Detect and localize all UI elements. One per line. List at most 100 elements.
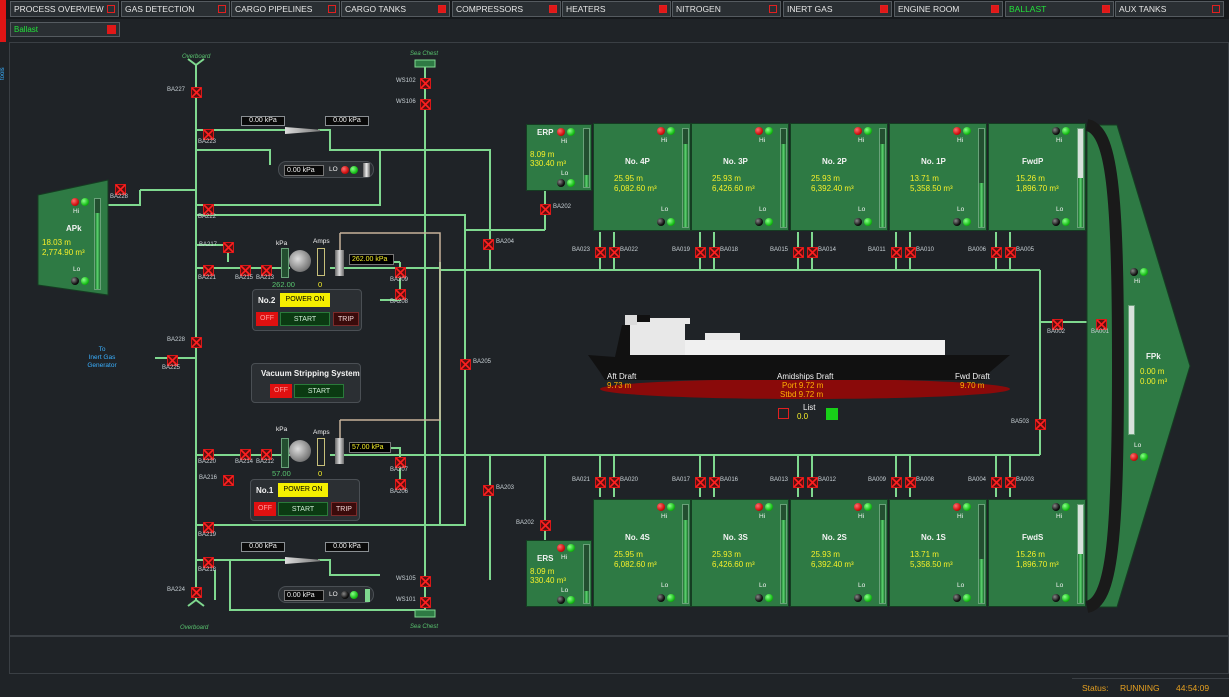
valve-ba003[interactable] — [1005, 475, 1016, 488]
tab-compressors[interactable]: COMPRESSORS — [452, 1, 561, 17]
valve-icon — [1052, 319, 1063, 330]
valve-ba016[interactable] — [709, 475, 720, 488]
valve-ba221[interactable] — [203, 263, 214, 276]
valve-ba223[interactable] — [203, 127, 214, 140]
valve-ba219[interactable] — [203, 520, 214, 533]
hi-label: Hi — [759, 137, 766, 144]
valve-ba001[interactable] — [1096, 317, 1107, 330]
valve-ba224[interactable] — [191, 585, 202, 598]
valve-ba225[interactable] — [167, 353, 178, 366]
valve-ba218[interactable] — [203, 555, 214, 568]
valve-ba206[interactable] — [395, 477, 406, 490]
valve-ba203[interactable] — [483, 483, 494, 496]
valve-ba503[interactable] — [1035, 417, 1046, 430]
tank-level: 25.95 m — [614, 174, 643, 183]
tab-cargo-tanks[interactable]: CARGO TANKS — [341, 1, 450, 17]
tank-name: No. 2P — [822, 157, 847, 166]
valve-ba015[interactable] — [793, 245, 804, 258]
valve-ba017[interactable] — [695, 475, 706, 488]
pump-2-trip-button[interactable]: TRIP — [333, 312, 359, 326]
valve-ba019[interactable] — [695, 245, 706, 258]
valve-ba209[interactable] — [395, 265, 406, 278]
valve-ba011[interactable] — [891, 245, 902, 258]
valve-ba023[interactable] — [595, 245, 606, 258]
valve-ba228[interactable] — [115, 182, 126, 195]
tab-inert-gas[interactable]: INERT GAS — [783, 1, 892, 17]
vacuum-title: Vacuum Stripping System — [261, 369, 360, 378]
pump-1-trip-button[interactable]: TRIP — [331, 502, 357, 516]
hi-ok-light — [963, 127, 971, 135]
valve-ba215[interactable] — [240, 263, 251, 276]
tank-fpk[interactable]: Hi FPk 0.00 m 0.00 m³ Lo — [1120, 260, 1190, 470]
valve-ba202[interactable] — [540, 202, 551, 215]
tank-level: 25.93 m — [712, 174, 741, 183]
valve-ba208[interactable] — [395, 287, 406, 300]
valve-ba005[interactable] — [1005, 245, 1016, 258]
valve-ba013[interactable] — [793, 475, 804, 488]
tab-process-overview[interactable]: PROCESS OVERVIEW — [10, 1, 119, 17]
pump-2-motor[interactable] — [289, 250, 311, 272]
tab-cargo-pipelines[interactable]: CARGO PIPELINES — [231, 1, 340, 17]
valve-ba014[interactable] — [807, 245, 818, 258]
valve-ws106[interactable] — [420, 97, 431, 110]
valve-ba228[interactable] — [191, 335, 202, 348]
valve-ba022[interactable] — [609, 245, 620, 258]
valve-ba220[interactable] — [203, 447, 214, 460]
valve-ba021[interactable] — [595, 475, 606, 488]
pump-2-off-button[interactable]: OFF — [256, 312, 278, 326]
valve-ba207[interactable] — [395, 455, 406, 468]
pump-2-start-button[interactable]: START — [280, 312, 330, 326]
valve-ba214[interactable] — [240, 447, 251, 460]
tab-engine-room[interactable]: ENGINE ROOM — [894, 1, 1003, 17]
valve-ba010[interactable] — [905, 245, 916, 258]
valve-icon — [167, 355, 178, 366]
tab-ballast[interactable]: BALLAST — [1005, 1, 1114, 17]
pump-1-start-button[interactable]: START — [278, 502, 328, 516]
tab-aux-tanks[interactable]: AUX TANKS — [1115, 1, 1224, 17]
tank-erp[interactable]: ERP Hi 8.09 m 330.40 m³ Lo — [526, 124, 592, 191]
hi-alarm-light — [755, 503, 763, 511]
valve-ba204[interactable] — [483, 237, 494, 250]
valve-ws101[interactable] — [420, 595, 431, 608]
valve-ba006[interactable] — [991, 245, 1002, 258]
tank-ers[interactable]: ERS Hi 8.09 m 330.40 m³ Lo — [526, 540, 592, 607]
valve-label: BA006 — [968, 247, 987, 253]
tank-apk[interactable]: Hi APk 18.03 m 2,774.90 m³ Lo — [38, 180, 108, 295]
valve-icon — [261, 265, 272, 276]
valve-ba004[interactable] — [991, 475, 1002, 488]
valve-ba009[interactable] — [891, 475, 902, 488]
valve-ba222[interactable] — [203, 202, 214, 215]
vacuum-off-button[interactable]: OFF — [270, 384, 292, 398]
valve-ba018[interactable] — [709, 245, 720, 258]
valve-ws105[interactable] — [420, 574, 431, 587]
valve-ba212[interactable] — [261, 447, 272, 460]
vacuum-start-button[interactable]: START — [294, 384, 344, 398]
tab-gas-detection[interactable]: GAS DETECTION — [121, 1, 230, 17]
valve-ba008[interactable] — [905, 475, 916, 488]
valve-ba213[interactable] — [261, 263, 272, 276]
valve-ba217[interactable] — [223, 240, 234, 253]
valve-ba216[interactable] — [223, 473, 234, 486]
tab-nitrogen[interactable]: NITROGEN — [672, 1, 781, 17]
valve-ba002[interactable] — [1052, 317, 1063, 330]
tab-heaters[interactable]: HEATERS — [562, 1, 671, 17]
subtab-ballast[interactable]: Ballast — [10, 22, 120, 37]
valve-ws102[interactable] — [420, 76, 431, 89]
pump-1-off-button[interactable]: OFF — [254, 502, 276, 516]
valve-ba205[interactable] — [460, 357, 471, 370]
valve-ba012[interactable] — [807, 475, 818, 488]
valve-ba020[interactable] — [609, 475, 620, 488]
valve-ba227[interactable] — [191, 85, 202, 98]
valve-ba202[interactable] — [540, 518, 551, 531]
pump-1-motor[interactable] — [289, 440, 311, 462]
